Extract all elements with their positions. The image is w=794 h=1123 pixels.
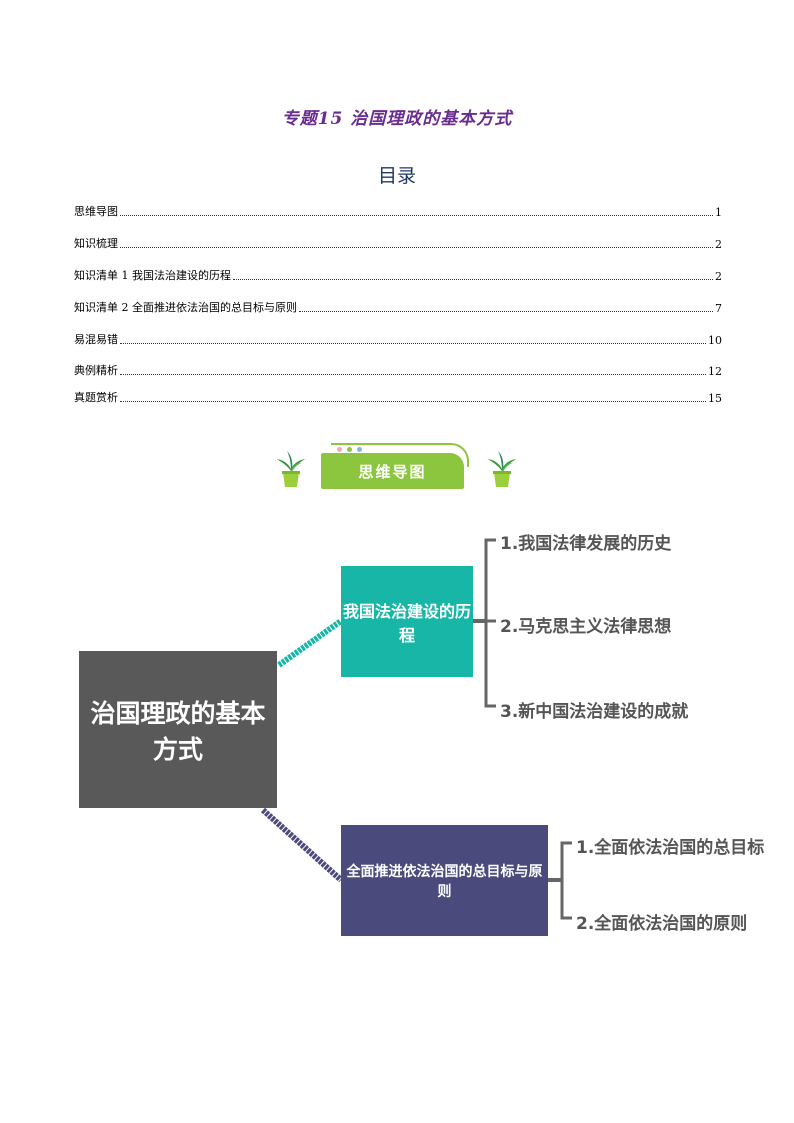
toc-entry-page: 2 bbox=[715, 238, 722, 251]
toc-entry-page: 10 bbox=[708, 334, 722, 347]
toc-entry-list-1[interactable]: 知识清单 1 我国法治建设的历程 2 bbox=[74, 267, 722, 283]
toc-entry-label: 知识清单 2 全面推进依法治国的总目标与原则 bbox=[74, 301, 297, 314]
toc-entry-label: 典例精析 bbox=[74, 364, 118, 377]
decor-dot bbox=[337, 447, 342, 452]
section-banner: 思维导图 bbox=[275, 443, 520, 495]
plant-icon bbox=[488, 451, 516, 487]
decor-dot bbox=[357, 447, 362, 452]
mindmap-leaf: 3.新中国法治建设的成就 bbox=[500, 702, 689, 722]
toc-entry-page: 12 bbox=[708, 365, 722, 378]
toc-entry-page: 2 bbox=[715, 270, 722, 283]
toc-entry-label: 知识清单 1 我国法治建设的历程 bbox=[74, 269, 231, 282]
toc-leader-dots bbox=[120, 400, 706, 402]
mindmap-branch-history: 我国法治建设的历程 bbox=[341, 566, 473, 677]
banner-tab-outline bbox=[331, 443, 469, 467]
toc-entry-mindmap[interactable]: 思维导图 1 bbox=[74, 203, 722, 219]
toc-entry-common-mistakes[interactable]: 易混易错 10 bbox=[74, 331, 722, 347]
toc-entry-exam-questions[interactable]: 真题赏析 15 bbox=[74, 389, 722, 405]
toc-entry-page: 1 bbox=[715, 206, 722, 219]
decor-dot bbox=[347, 447, 352, 452]
mindmap-leaf: 2.马克思主义法律思想 bbox=[500, 617, 672, 637]
toc-leader-dots bbox=[120, 214, 713, 216]
toc-entry-label: 思维导图 bbox=[74, 205, 118, 218]
document-title: 专题15 治国理政的基本方式 bbox=[281, 109, 513, 129]
toc-entry-knowledge-review[interactable]: 知识梳理 2 bbox=[74, 235, 722, 251]
toc-heading: 目录 bbox=[377, 165, 416, 187]
toc-leader-dots bbox=[120, 342, 706, 344]
toc-entry-examples[interactable]: 典例精析 12 bbox=[74, 362, 722, 378]
banner-label: 思维导图 bbox=[321, 453, 464, 489]
plant-icon bbox=[277, 451, 305, 487]
toc-leader-dots bbox=[120, 246, 713, 248]
toc-entry-page: 7 bbox=[715, 302, 722, 315]
mindmap-root: 治国理政的基本方式 bbox=[79, 651, 277, 808]
toc-entry-label: 知识梳理 bbox=[74, 237, 118, 250]
toc-entry-list-2[interactable]: 知识清单 2 全面推进依法治国的总目标与原则 7 bbox=[74, 299, 722, 315]
toc-entry-page: 15 bbox=[708, 392, 722, 405]
mindmap-branch-goals: 全面推进依法治国的总目标与原则 bbox=[341, 825, 548, 936]
toc-leader-dots bbox=[299, 310, 713, 312]
mindmap-leaf: 2.全面依法治国的原则 bbox=[576, 914, 748, 934]
toc-leader-dots bbox=[120, 373, 706, 375]
mindmap-leaf: 1.我国法律发展的历史 bbox=[500, 534, 672, 554]
toc-entry-label: 真题赏析 bbox=[74, 391, 118, 404]
toc-leader-dots bbox=[233, 278, 713, 280]
mindmap-leaf: 1.全面依法治国的总目标 bbox=[576, 838, 765, 858]
toc-entry-label: 易混易错 bbox=[74, 333, 118, 346]
